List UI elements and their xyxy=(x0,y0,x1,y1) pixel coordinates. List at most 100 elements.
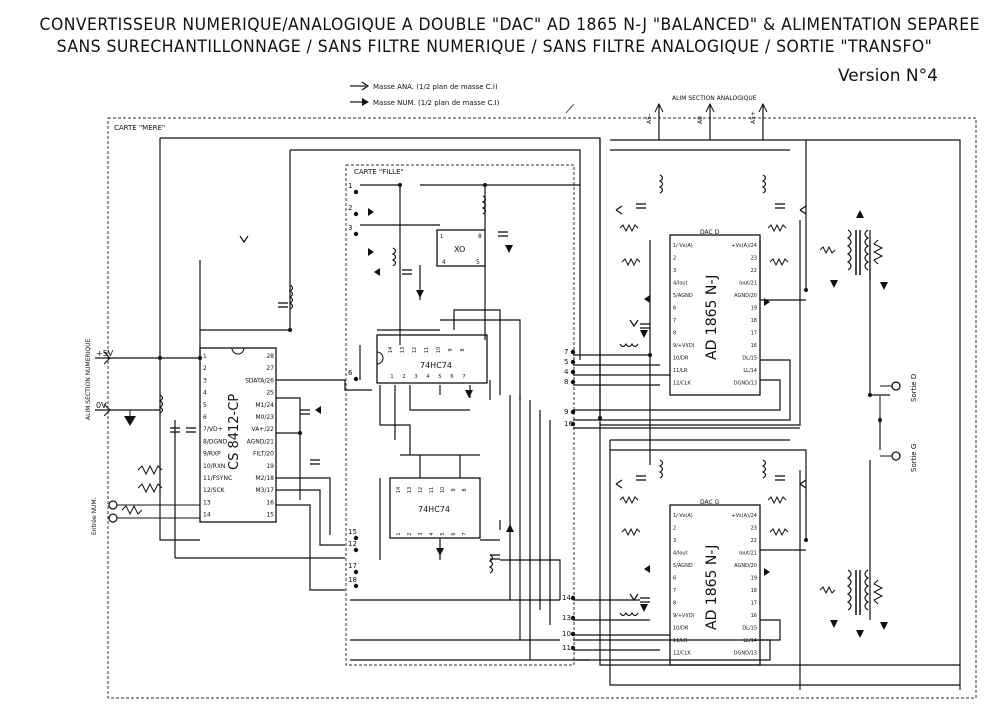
cs8412-pin-label: 6 xyxy=(203,414,207,421)
dac-pin-label: 10/DR xyxy=(673,356,689,362)
dac-pin-label: +Vs(A)/24 xyxy=(731,513,757,519)
dac-pin-label: 5/AGND xyxy=(673,293,693,299)
schematic-title-line1: CONVERTISSEUR NUMERIQUE/ANALOGIQUE A DOU… xyxy=(39,15,980,35)
dac-pin-label: 11/LR xyxy=(673,368,688,374)
cs8412-pin-label: AGND/21 xyxy=(247,438,275,445)
connector-pin-dot xyxy=(570,595,576,601)
output-right-label: Sortie D xyxy=(910,374,918,402)
daughter-board-outline xyxy=(345,164,575,666)
cs8412-pin-label: M2/18 xyxy=(255,475,274,482)
cs8412-pin-label: 9/RXP xyxy=(203,451,221,458)
dac-pin-label: 6 xyxy=(673,306,676,312)
junction-dots xyxy=(158,183,882,542)
output-connectors: Sortie D Sortie G xyxy=(879,374,918,472)
output-left-label: Sortie G xyxy=(910,444,918,472)
connector-pin-dot xyxy=(570,631,576,637)
dac-pin-label: 2 xyxy=(673,526,676,532)
connector-pin-label: 15 xyxy=(348,528,357,536)
dac-pin-label: 9/+Vl(D) xyxy=(673,613,695,619)
cs8412-pin-label: VA+/22 xyxy=(251,426,274,433)
dac-pin-label: 18 xyxy=(751,318,757,324)
flipflop-pin-label: 8 xyxy=(462,488,468,491)
dac-pin-label: 5/AGND xyxy=(673,563,693,569)
dac-pin-label: 1/-Vs(A) xyxy=(673,243,693,249)
cs8412-pin-label: 14 xyxy=(203,512,211,519)
flipflop-pin-label: 14 xyxy=(388,347,394,353)
xo-pin: 1 xyxy=(440,234,443,240)
cs8412-pin-label: 10/RXN xyxy=(203,463,225,470)
flipflop-pin-label: 3 xyxy=(418,532,424,535)
cs8412-pin-label: 8/DGND xyxy=(203,438,228,445)
wiring xyxy=(159,137,961,690)
dac-pin-label: 11/LR xyxy=(673,638,688,644)
flipflop-pin-label: 4 xyxy=(429,532,435,535)
connector-pin-label: 3 xyxy=(348,224,352,232)
flipflop-pin-label: 13 xyxy=(407,487,413,493)
analog-ground-symbols xyxy=(239,205,807,602)
resistors xyxy=(619,223,836,595)
flipflop-pin-label: 9 xyxy=(448,348,454,351)
zero-volt-label: 0V xyxy=(96,401,107,410)
cs8412-pin-label: 15 xyxy=(266,512,274,519)
cs8412-pin-label: 27 xyxy=(266,365,274,372)
oscillator-xo: XO 1 4 5 8 xyxy=(436,229,486,267)
flipflop-pin-label: 10 xyxy=(436,347,442,353)
dac-pin-label: 16 xyxy=(751,613,757,619)
dac-pin-label: LL/14 xyxy=(743,638,757,644)
analog-neg-label: A5- xyxy=(646,114,653,124)
dac-right-name: DAC D xyxy=(700,229,720,236)
flipflop-pin-label: 1 xyxy=(390,374,393,380)
dac-pin-label: DL/15 xyxy=(742,356,757,362)
flipflop-pin-label: 5 xyxy=(438,374,441,380)
connector-pin-label: 5 xyxy=(564,358,568,366)
cs8412-pin-label: 2 xyxy=(203,365,207,372)
dac-pin-label: Iout/21 xyxy=(739,551,757,557)
version-label: Version N°4 xyxy=(838,66,938,86)
dac-pin-label: 7 xyxy=(673,318,676,324)
connector-pin-dot xyxy=(353,583,359,589)
connector-pin-dot xyxy=(570,421,576,427)
analog-supply-label: ALIM SECTION ANALOGIQUE xyxy=(672,95,757,102)
dac-pin-label: 17 xyxy=(751,601,757,607)
dac-pin-label: AGND/20 xyxy=(734,293,757,299)
xo-pin: 5 xyxy=(476,259,480,266)
flipflop-pin-label: 12 xyxy=(418,487,424,493)
cs8412-pin-label: 13 xyxy=(203,499,211,506)
connector-pin-dot xyxy=(353,231,359,237)
flipflop-pin-label: 2 xyxy=(407,532,413,535)
dac-pin-label: 2 xyxy=(673,256,676,262)
connector-pin-dot xyxy=(353,189,359,195)
flipflop-pin-label: 4 xyxy=(426,374,429,380)
digital-ground-legend-symbol xyxy=(350,98,369,106)
daughter-board-label: CARTE "FILLE" xyxy=(354,168,404,176)
mother-board-label: CARTE "MERE" xyxy=(114,124,165,132)
cs8412-pin-label: 16 xyxy=(266,499,274,506)
dac-pin-label: 19 xyxy=(751,306,757,312)
dac-pin-label: 23 xyxy=(751,526,757,532)
flipflop-pin-label: 14 xyxy=(396,487,402,493)
connector-pin-label: 17 xyxy=(348,562,357,570)
dac-pin-label: 9/+Vl(D) xyxy=(673,343,695,349)
connector-pin-dot xyxy=(570,615,576,621)
flipflop-pin-label: 13 xyxy=(400,347,406,353)
flipflop-pin-label: 6 xyxy=(450,374,453,380)
dac-right-part: AD 1865 N-J xyxy=(704,275,720,360)
dac-right: DAC D AD 1865 N-J 1/-Vs(A)234/Iout5/AGND… xyxy=(669,229,761,396)
capacitors xyxy=(170,203,785,603)
connector-pin-label: 4 xyxy=(564,368,569,376)
dac-pin-label: 4/Iout xyxy=(673,551,688,557)
connector-pin-dot xyxy=(570,379,576,385)
connector-pin-dot xyxy=(353,547,359,553)
cs8412-pin-label: FILT/20 xyxy=(253,451,274,458)
flipflop-pin-label: 1 xyxy=(396,532,402,535)
analog-ground-legend-symbol xyxy=(350,81,370,91)
cs8412-pin-label: M1/24 xyxy=(255,402,274,409)
connector-pin-label: 10 xyxy=(562,630,571,638)
dac-pin-label: 18 xyxy=(751,588,757,594)
connector-pin-label: 8 xyxy=(564,378,568,386)
flipflop-pin-label: 2 xyxy=(402,374,405,380)
cs8412-pin-label: 19 xyxy=(266,463,274,470)
transformer-right xyxy=(846,229,884,275)
